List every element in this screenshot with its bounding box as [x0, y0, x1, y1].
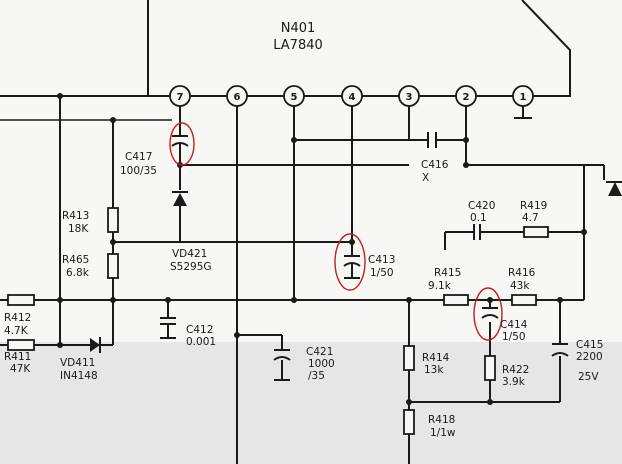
c417-ref: C417	[125, 151, 152, 163]
c413-capacitor	[343, 255, 361, 267]
vd411-diode	[90, 337, 101, 353]
svg-text:6: 6	[234, 92, 241, 103]
r412-ref: R412	[4, 312, 31, 324]
svg-text:7: 7	[177, 92, 184, 103]
c413-value: 1/50	[370, 267, 394, 279]
highlight-c417	[169, 122, 195, 166]
c415-ref: C415	[576, 339, 603, 351]
r419-value: 4.7	[522, 212, 539, 224]
r422-resistor	[484, 355, 496, 381]
svg-text:1: 1	[520, 92, 527, 103]
pin-6: 6	[226, 85, 248, 107]
c421-ref: C421	[306, 346, 333, 358]
ic-n401: N401 LA7840	[147, 0, 571, 97]
zener-diode-right	[606, 181, 622, 196]
r418-value: 1/1w	[430, 427, 456, 439]
r422-value: 3.9k	[502, 376, 526, 388]
c412-capacitor	[160, 317, 176, 325]
svg-text:3: 3	[406, 92, 413, 103]
r418-ref: R418	[428, 414, 455, 426]
r412-resistor	[7, 294, 35, 306]
c420-value: 0.1	[470, 212, 487, 224]
pin-2: 2	[455, 85, 477, 107]
c415-value2: 25V	[578, 371, 599, 383]
r416-value: 43k	[510, 280, 530, 292]
c416-capacitor	[427, 132, 437, 148]
r413-ref: R413	[62, 210, 89, 222]
c416-ref: C416	[421, 159, 449, 171]
c417-capacitor	[171, 130, 189, 160]
vd411-ref: VD411	[60, 357, 95, 369]
r419-ref: R419	[520, 200, 547, 212]
wires	[0, 95, 605, 464]
junctions	[57, 93, 587, 405]
pin-4: 4	[341, 85, 363, 107]
pin-1: 1	[512, 85, 534, 107]
vd421-value: S5295G	[170, 261, 212, 273]
c420-capacitor	[473, 224, 481, 240]
r411-ref: R411	[4, 351, 31, 363]
r465-ref: R465	[62, 254, 89, 266]
c412-value: 0.001	[186, 336, 216, 348]
svg-text:5: 5	[291, 92, 298, 103]
r414-ref: R414	[422, 352, 450, 364]
c414-ref: C414	[500, 319, 528, 331]
c415-value: 2200	[576, 351, 603, 363]
r411-resistor	[7, 339, 35, 351]
c421-value: 1000	[308, 358, 335, 370]
c415-capacitor	[551, 343, 569, 357]
highlight-c414	[473, 287, 503, 341]
c414-capacitor	[481, 307, 499, 319]
r465-value: 6.8k	[66, 267, 90, 279]
r411-value: 47K	[10, 363, 31, 375]
highlight-marks	[169, 122, 503, 341]
r415-value: 9.1k	[428, 280, 452, 292]
r418-resistor	[403, 409, 415, 435]
r413-value: 18K	[68, 223, 89, 235]
c413-ref: C413	[368, 254, 395, 266]
r416-ref: R416	[508, 267, 536, 279]
vd421-diode	[172, 191, 188, 206]
r415-ref: R415	[434, 267, 461, 279]
r414-value: 13k	[424, 364, 444, 376]
r414-resistor	[403, 345, 415, 371]
c414-value: 1/50	[502, 331, 526, 343]
ic-ref: N401	[281, 21, 316, 36]
svg-text:4: 4	[349, 92, 356, 103]
c412-ref: C412	[186, 324, 213, 336]
highlight-c413	[334, 233, 366, 291]
svg-text:2: 2	[463, 92, 470, 103]
pin-5: 5	[283, 85, 305, 107]
vd411-value: IN4148	[60, 370, 98, 382]
c420-ref: C420	[468, 200, 495, 212]
vd421-ref: VD421	[172, 248, 207, 260]
c421-value2: /35	[308, 370, 325, 382]
r412-value: 4.7K	[4, 325, 29, 337]
component-labels: C417 100/35 C416 X C420 0.1 R419 4.7 R41…	[4, 151, 603, 439]
r413-resistor	[107, 207, 119, 233]
pin-3: 3	[398, 85, 420, 107]
pin-7: 7	[169, 85, 191, 107]
r465-resistor	[107, 253, 119, 279]
ic-part: LA7840	[273, 38, 323, 53]
r415-resistor	[443, 294, 469, 306]
r419-resistor	[523, 226, 549, 238]
c421-capacitor	[273, 349, 291, 361]
c417-value: 100/35	[120, 165, 157, 177]
r416-resistor	[511, 294, 537, 306]
r422-ref: R422	[502, 364, 529, 376]
c416-value: X	[422, 172, 429, 184]
